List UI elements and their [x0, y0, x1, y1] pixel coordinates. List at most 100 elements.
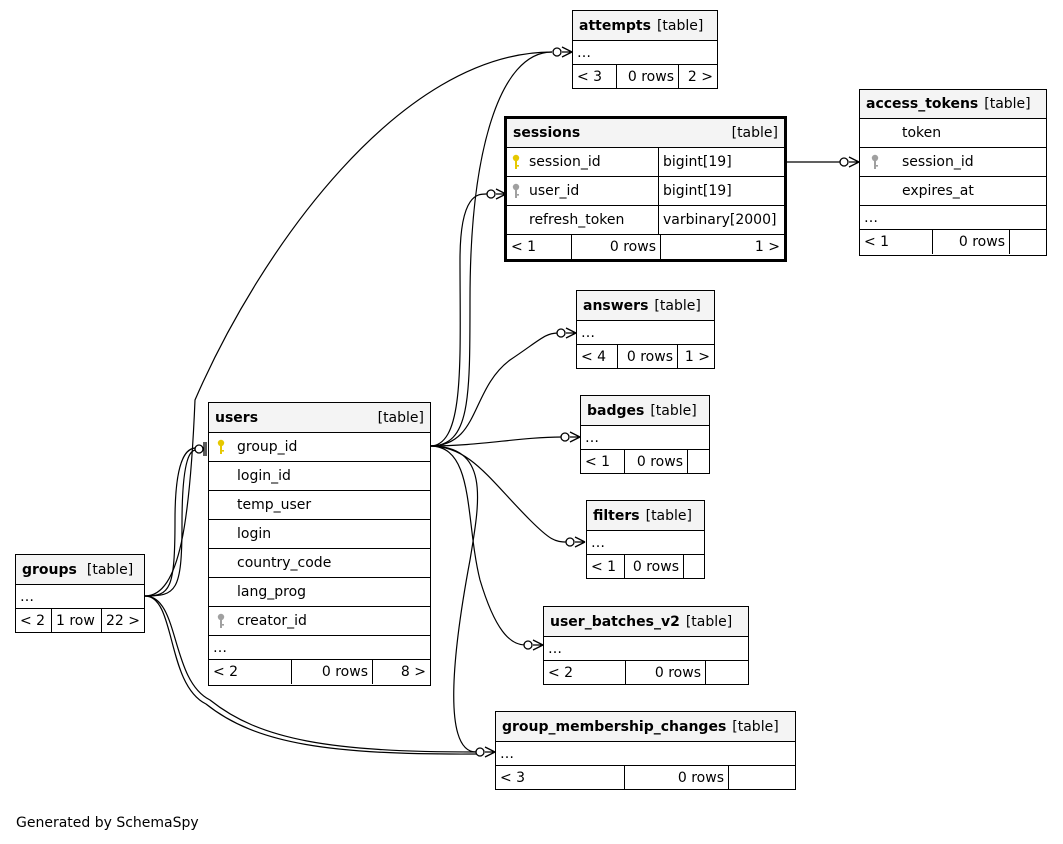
column-row[interactable]: lang_prog	[209, 578, 430, 607]
parents-count[interactable]: < 3	[577, 69, 603, 85]
children-count[interactable]	[728, 766, 795, 790]
table-name: users	[215, 409, 259, 426]
column-type: bigint[19]	[658, 177, 784, 205]
foreign-key-icon	[209, 607, 233, 635]
table-ellipsis-row: …	[581, 426, 709, 450]
table-header: user_batches_v2 [table]	[544, 607, 748, 637]
table-answers[interactable]: answers [table] … < 4 0 rows 1 >	[576, 290, 715, 369]
table-kind: [table]	[685, 613, 733, 630]
link-groups-users-1	[144, 447, 197, 597]
table-ellipsis-row: …	[544, 637, 748, 661]
column-type: varbinary[2000]	[658, 206, 784, 234]
table-footer: < 2 1 row 22 >	[16, 609, 144, 633]
column-name: session_id	[529, 154, 601, 170]
parents-count[interactable]: < 2	[548, 665, 574, 681]
column-name: expires_at	[902, 183, 974, 199]
children-count[interactable]: 1 >	[660, 235, 784, 259]
column-row[interactable]: login	[209, 520, 430, 549]
table-kind: [table]	[732, 718, 779, 735]
column-name: session_id	[902, 154, 974, 170]
children-count[interactable]: 2 >	[678, 65, 717, 89]
column-row[interactable]: country_code	[209, 549, 430, 578]
column-row[interactable]: token	[860, 119, 1046, 148]
table-header: answers [table]	[577, 291, 714, 321]
table-footer: < 3 0 rows	[496, 766, 795, 790]
table-attempts[interactable]: attempts [table] … < 3 0 rows 2 >	[572, 10, 718, 89]
primary-key-icon	[507, 148, 525, 176]
row-count: 0 rows	[616, 65, 678, 89]
column-name: login_id	[237, 468, 291, 484]
column-row[interactable]: temp_user	[209, 491, 430, 520]
row-count: 0 rows	[624, 555, 683, 579]
table-footer: < 3 0 rows 2 >	[573, 65, 717, 89]
row-count: 0 rows	[624, 450, 687, 474]
table-header: group_membership_changes [table]	[496, 712, 795, 742]
link-users-filters	[429, 445, 568, 543]
table-header: attempts [table]	[573, 11, 717, 41]
parents-count[interactable]: < 1	[864, 234, 890, 250]
table-ellipsis-row: …	[573, 41, 717, 65]
table-ellipsis-row: …	[577, 321, 714, 345]
parents-count[interactable]: < 3	[500, 770, 526, 786]
primary-key-icon	[209, 433, 233, 461]
children-count[interactable]	[1009, 230, 1046, 254]
row-count: 0 rows	[624, 766, 728, 790]
link-users-user-batches	[429, 445, 526, 646]
table-name: groups	[22, 561, 77, 578]
children-count[interactable]	[705, 661, 748, 685]
column-name: group_id	[237, 439, 298, 455]
children-count[interactable]: 8 >	[372, 660, 430, 684]
row-count: 0 rows	[932, 230, 1009, 254]
foreign-key-icon	[507, 177, 525, 205]
parents-count[interactable]: < 1	[511, 239, 537, 255]
parents-count[interactable]: < 1	[591, 559, 617, 575]
children-count[interactable]	[687, 450, 709, 474]
column-row[interactable]: session_id	[860, 148, 1046, 177]
parents-count[interactable]: < 1	[585, 454, 611, 470]
column-name: refresh_token	[529, 212, 625, 228]
table-users[interactable]: users [table] group_id login_id temp_use…	[208, 402, 431, 686]
table-kind: [table]	[656, 17, 704, 34]
column-row[interactable]: creator_id	[209, 607, 430, 636]
row-count: 1 row	[51, 609, 101, 633]
table-name: group_membership_changes	[502, 718, 727, 735]
table-header: sessions [table]	[507, 119, 784, 148]
table-name: answers	[583, 297, 649, 314]
table-footer: < 1 0 rows	[581, 450, 709, 474]
table-ellipsis-row: …	[587, 531, 704, 555]
table-group-membership-changes[interactable]: group_membership_changes [table] … < 3 0…	[495, 711, 796, 790]
table-access-tokens[interactable]: access_tokens [table] token session_id e…	[859, 89, 1047, 256]
table-header: filters [table]	[587, 501, 704, 531]
table-name: user_batches_v2	[550, 613, 680, 630]
children-count[interactable]: 1 >	[677, 345, 714, 369]
foreign-key-icon	[860, 148, 890, 176]
table-ellipsis-row: …	[496, 742, 795, 766]
table-kind: [table]	[731, 125, 778, 141]
row-count: 0 rows	[291, 660, 372, 684]
column-name: user_id	[529, 183, 580, 199]
column-type: bigint[19]	[658, 148, 784, 176]
column-row[interactable]: login_id	[209, 462, 430, 491]
column-row[interactable]: refresh_token varbinary[2000]	[507, 206, 784, 235]
table-groups[interactable]: groups [table] … < 2 1 row 22 >	[15, 554, 145, 633]
table-filters[interactable]: filters [table] … < 1 0 rows	[586, 500, 705, 579]
row-count: 0 rows	[571, 235, 660, 259]
table-sessions[interactable]: sessions [table] session_id bigint[19] u…	[504, 116, 787, 262]
table-user-batches-v2[interactable]: user_batches_v2 [table] … < 2 0 rows	[543, 606, 749, 685]
column-row[interactable]: user_id bigint[19]	[507, 177, 784, 206]
parents-count[interactable]: < 4	[581, 349, 607, 365]
link-users-sessions	[429, 193, 489, 447]
table-badges[interactable]: badges [table] … < 1 0 rows	[580, 395, 710, 474]
parents-count[interactable]: < 2	[20, 613, 46, 629]
table-kind: [table]	[645, 507, 692, 524]
table-header: users [table]	[209, 403, 430, 433]
column-name: login	[237, 526, 272, 542]
children-count[interactable]: 22 >	[101, 609, 144, 633]
link-users-badges	[429, 436, 563, 447]
table-footer: < 1 0 rows 1 >	[507, 235, 784, 259]
column-row[interactable]: expires_at	[860, 177, 1046, 206]
column-row[interactable]: session_id bigint[19]	[507, 148, 784, 177]
parents-count[interactable]: < 2	[213, 664, 239, 680]
column-row[interactable]: group_id	[209, 433, 430, 462]
children-count[interactable]	[683, 555, 704, 579]
